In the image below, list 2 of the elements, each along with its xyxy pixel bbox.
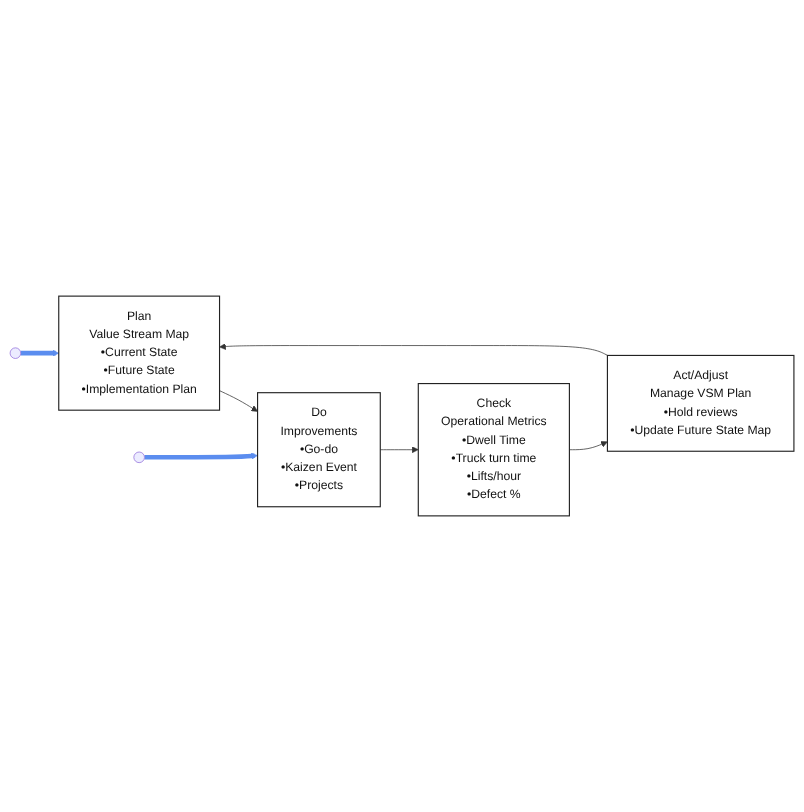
- arrow: [20, 349, 60, 357]
- arrow: [144, 452, 258, 460]
